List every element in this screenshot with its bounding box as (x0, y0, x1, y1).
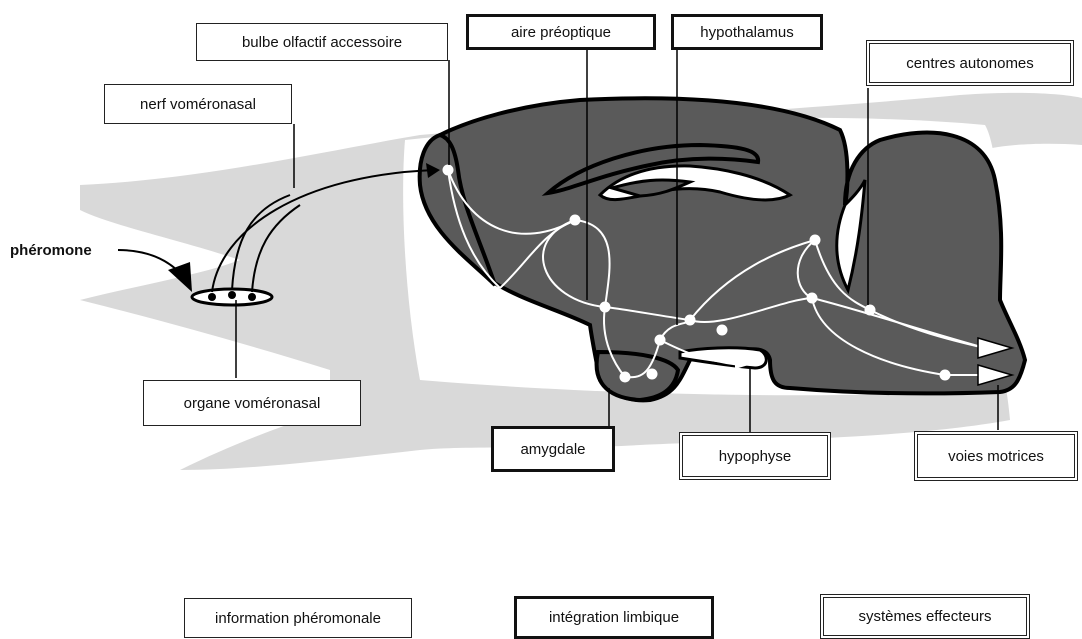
label-centres-autonomes: centres autonomes (866, 40, 1074, 86)
legend-information-pheromonale: information phéromonale (184, 598, 412, 638)
label-voies-motrices: voies motrices (914, 431, 1078, 481)
label-amygdale: amygdale (491, 426, 615, 472)
vomeronasal-organ (192, 289, 272, 305)
label-hypophyse: hypophyse (679, 432, 831, 480)
label-pheromone: phéromone (10, 240, 120, 260)
label-organe-vomeronasal: organe voméronasal (143, 380, 361, 426)
label-hypothalamus: hypothalamus (671, 14, 823, 50)
label-bulbe-olfactif-accessoire: bulbe olfactif accessoire (196, 23, 448, 61)
label-nerf-vomeronasal: nerf voméronasal (104, 84, 292, 124)
legend-integration-limbique: intégration limbique (514, 596, 714, 639)
legend-systemes-effecteurs: systèmes effecteurs (820, 594, 1030, 639)
label-aire-preoptique: aire préoptique (466, 14, 656, 50)
